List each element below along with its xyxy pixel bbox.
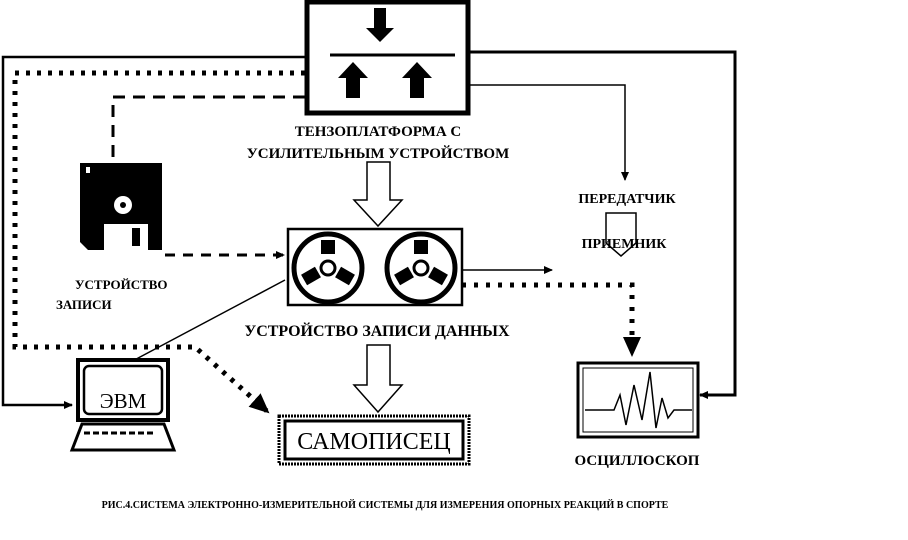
figure-caption: РИС.4.СИСТЕМА ЭЛЕКТРОННО-ИЗМЕРИТЕЛЬНОЙ С… (102, 499, 669, 511)
floppy-label-line1: УСТРОЙСТВО (75, 277, 168, 292)
hollow-arrow-recorder-to-plotter (352, 344, 404, 414)
line-platform-to-oscilloscope (470, 50, 737, 399)
transmitter-label: ПЕРЕДАТЧИК (578, 192, 676, 207)
platform-label-line1: ТЕНЗОПЛАТФОРМА С (295, 124, 461, 140)
dotted-line-recorder-to-oscilloscope (462, 282, 641, 357)
plotter-box (277, 414, 471, 466)
computer-icon (69, 358, 177, 452)
recorder-label: УСТРОЙСТВО ЗАПИСИ ДАННЫХ (244, 321, 510, 340)
reaction-up-arrow-left-icon (338, 62, 368, 98)
dotted-line-platform-to-plotter (12, 70, 305, 414)
floppy-disk-icon (80, 163, 162, 250)
receiver-label: ПРИЕМНИК (582, 237, 668, 252)
line-platform-to-transmitter (470, 84, 629, 181)
tape-reel-right-icon (384, 231, 458, 305)
floppy-label-line2: ЗАПИСИ (56, 297, 112, 312)
solid-line-platform-to-computer (1, 55, 305, 409)
line-recorder-to-computer (124, 279, 286, 366)
force-down-arrow-icon (366, 8, 394, 42)
reaction-up-arrow-right-icon (402, 62, 432, 98)
hollow-arrow-transmitter-to-receiver (605, 212, 637, 257)
data-recorder (286, 227, 464, 307)
plotter-label: САМОПИСЕЦ (297, 429, 450, 455)
tenzoplatform-box (304, 0, 471, 116)
tape-reel-left-icon (291, 231, 365, 305)
waveform-icon (585, 371, 692, 429)
platform-label-line2: УСИЛИТЕЛЬНЫМ УСТРОЙСТВОМ (247, 145, 510, 162)
dashed-line-platform-to-floppy (111, 95, 305, 163)
oscilloscope-icon (576, 361, 700, 439)
oscilloscope-label: ОСЦИЛЛОСКОП (575, 453, 700, 469)
computer-label: ЭВМ (100, 389, 147, 413)
hollow-arrow-platform-to-recorder (352, 161, 404, 228)
connection-lines (1, 50, 737, 414)
